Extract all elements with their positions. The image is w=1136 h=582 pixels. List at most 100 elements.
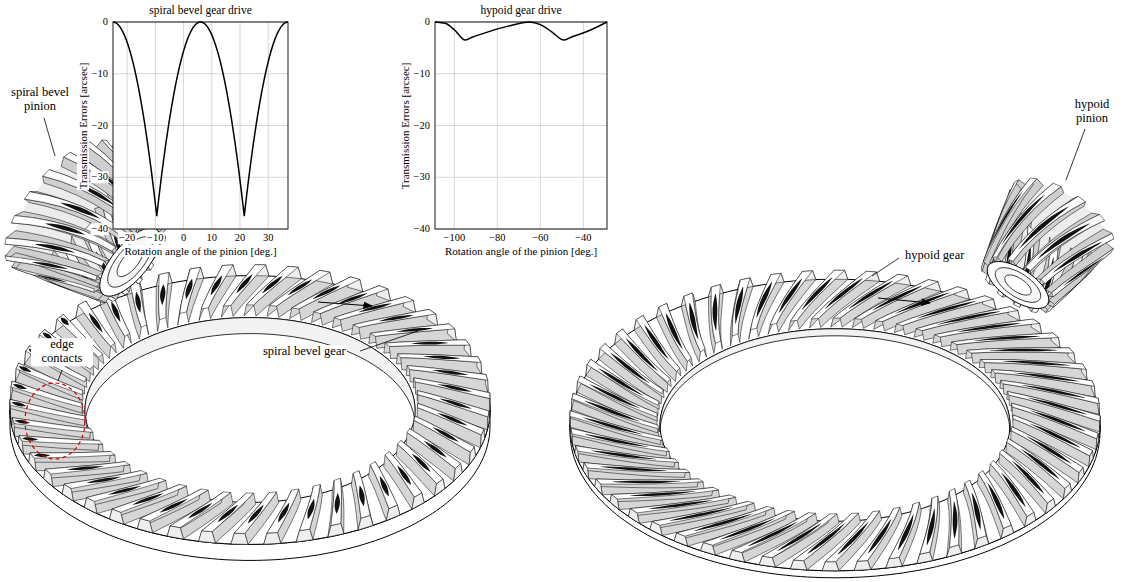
error-chart — [435, 22, 607, 229]
tooth-heel — [231, 533, 248, 544]
contact-pattern — [379, 315, 414, 321]
tick-label: −20 — [413, 120, 431, 132]
tooth-top — [979, 471, 1012, 529]
contact-pattern — [585, 434, 648, 447]
contact-pattern — [19, 366, 32, 372]
contact-pattern — [160, 499, 188, 512]
tooth-top — [130, 280, 147, 328]
tooth-flank — [804, 513, 861, 570]
contact-pattern — [337, 293, 368, 304]
tooth-heel — [917, 552, 933, 564]
tick-label: −40 — [413, 223, 431, 235]
contact-pattern — [988, 483, 1005, 519]
gear-tooth — [178, 268, 204, 326]
tooth-heel — [264, 533, 281, 545]
tooth-top — [10, 399, 86, 420]
plot-area — [435, 22, 607, 229]
gear-tooth — [296, 485, 322, 542]
gear-tooth — [749, 273, 784, 339]
contact-pattern — [22, 437, 38, 441]
contact-pattern — [974, 336, 1041, 341]
grid-line — [435, 125, 607, 126]
tooth-top — [980, 360, 1086, 370]
tooth-top — [353, 309, 436, 327]
tooth-heel — [199, 531, 216, 543]
tick-label: −10 — [146, 232, 164, 244]
tick-label: 10 — [206, 232, 219, 244]
contact-pattern — [1014, 373, 1079, 382]
contact-pattern — [108, 486, 141, 495]
contact-pattern — [600, 466, 667, 471]
tick-label: −40 — [574, 232, 592, 244]
contact-pattern — [133, 493, 164, 504]
gear-tooth — [351, 471, 373, 530]
tooth-top — [1025, 215, 1104, 271]
contact-pattern — [938, 311, 1001, 325]
contact-pattern — [160, 285, 165, 305]
gear-tooth — [947, 489, 962, 558]
contact-pattern — [432, 370, 467, 375]
contact-pattern — [278, 503, 289, 522]
contact-pattern — [440, 399, 472, 409]
contact-pattern — [438, 413, 467, 425]
tick-label: −20 — [91, 120, 109, 132]
chart-title: spiral bevel gear drive — [148, 4, 253, 17]
contact-pattern — [1003, 361, 1070, 366]
pinion-hub — [995, 268, 1040, 303]
tooth-top — [398, 354, 481, 363]
gear-tooth — [708, 285, 723, 354]
gear-tooth — [328, 478, 344, 537]
contact-pattern — [666, 313, 683, 349]
contact-pattern — [424, 441, 446, 457]
tooth-top — [612, 487, 719, 499]
contact-pattern — [89, 313, 103, 332]
contact-pattern — [756, 282, 772, 318]
tooth-top — [952, 333, 1059, 345]
edge-contact-marker — [25, 383, 85, 459]
contact-pattern — [35, 274, 68, 282]
gear-tooth — [156, 273, 172, 332]
contact-pattern — [380, 476, 389, 496]
tooth-top — [967, 348, 1074, 353]
gear-tooth — [199, 265, 236, 321]
tick-label: −100 — [443, 232, 467, 244]
annotations — [25, 118, 1085, 459]
contact-pattern — [15, 420, 30, 424]
error-curve — [113, 22, 288, 216]
contact-pattern — [31, 262, 68, 269]
tick-label: −20 — [118, 232, 136, 244]
gear-tooth — [730, 278, 753, 346]
tick-label: −10 — [91, 68, 109, 80]
part-label: hypoid gear — [904, 249, 965, 263]
gear-tooth — [790, 513, 860, 570]
contact-pattern — [583, 417, 642, 434]
hypoid-gear-set — [570, 178, 1114, 578]
part-label: spiral bevel pinion — [3, 86, 77, 114]
contact-pattern — [34, 454, 50, 457]
tooth-top — [920, 496, 938, 554]
grid-line — [113, 177, 288, 178]
gear-rim — [570, 425, 1100, 578]
tooth-top — [576, 446, 679, 463]
tick-label: −60 — [531, 232, 549, 244]
contact-pattern — [591, 451, 656, 460]
callout-note: edge contacts — [31, 338, 93, 366]
contact-pattern — [335, 493, 340, 513]
error-chart — [113, 22, 288, 229]
contact-pattern — [359, 303, 392, 312]
tooth-heel — [328, 523, 344, 537]
contact-pattern — [735, 287, 743, 324]
tooth-top — [385, 452, 422, 497]
contact-pattern — [644, 325, 669, 359]
contact-pattern — [12, 402, 27, 406]
contact-pattern — [359, 486, 365, 506]
tick-label: −80 — [488, 232, 506, 244]
tooth-top — [159, 273, 169, 320]
tooth-top — [11, 381, 83, 407]
tick-label: 0 — [424, 16, 431, 28]
tick-label: −40 — [91, 223, 109, 235]
tooth-top — [794, 513, 859, 561]
leader-line — [1066, 129, 1085, 180]
axis-title: Transmission Errors [arcsec] — [399, 61, 411, 190]
contact-pattern — [713, 294, 718, 331]
